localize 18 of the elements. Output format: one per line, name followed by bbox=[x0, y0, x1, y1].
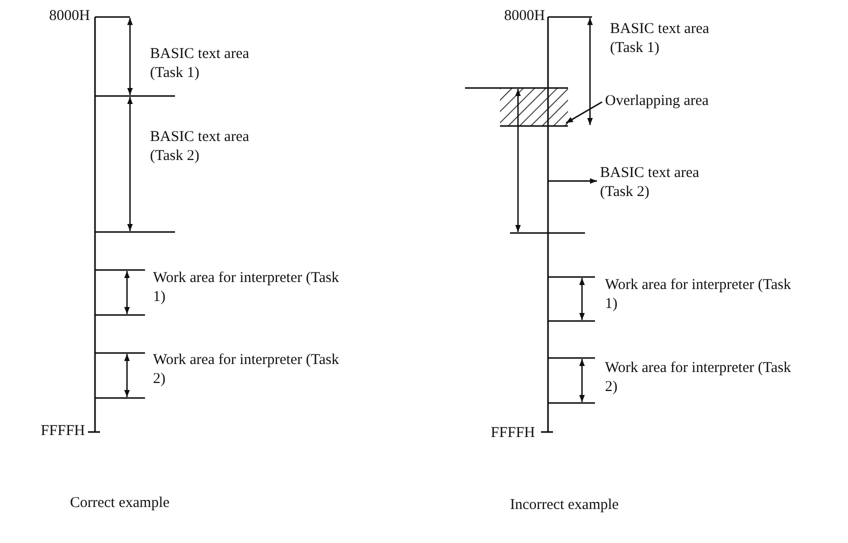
area-label: Work area for interpreter (Task 2) bbox=[153, 351, 340, 389]
hatched-area bbox=[500, 88, 568, 126]
caption: Incorrect example bbox=[510, 496, 620, 515]
area-label: BASIC text area (Task 2) bbox=[600, 164, 725, 202]
arrow bbox=[548, 178, 597, 184]
area-label: BASIC text area (Task 1) bbox=[610, 20, 710, 58]
address-label: 8000H bbox=[503, 7, 545, 26]
area-label: Overlapping area bbox=[605, 92, 755, 111]
leader-line bbox=[566, 101, 602, 124]
area-label: Work area for interpreter (Task 1) bbox=[605, 276, 792, 314]
area-label: Work area for interpreter (Task 2) bbox=[605, 359, 792, 397]
address-label: FFFFH bbox=[490, 424, 535, 443]
area-label: BASIC text area (Task 1) bbox=[150, 45, 250, 83]
address-label: FFFFH bbox=[40, 422, 85, 441]
caption: Correct example bbox=[70, 494, 171, 513]
area-label: BASIC text area (Task 2) bbox=[150, 128, 250, 166]
area-label: Work area for interpreter (Task 1) bbox=[153, 269, 340, 307]
address-label: 8000H bbox=[48, 7, 90, 26]
